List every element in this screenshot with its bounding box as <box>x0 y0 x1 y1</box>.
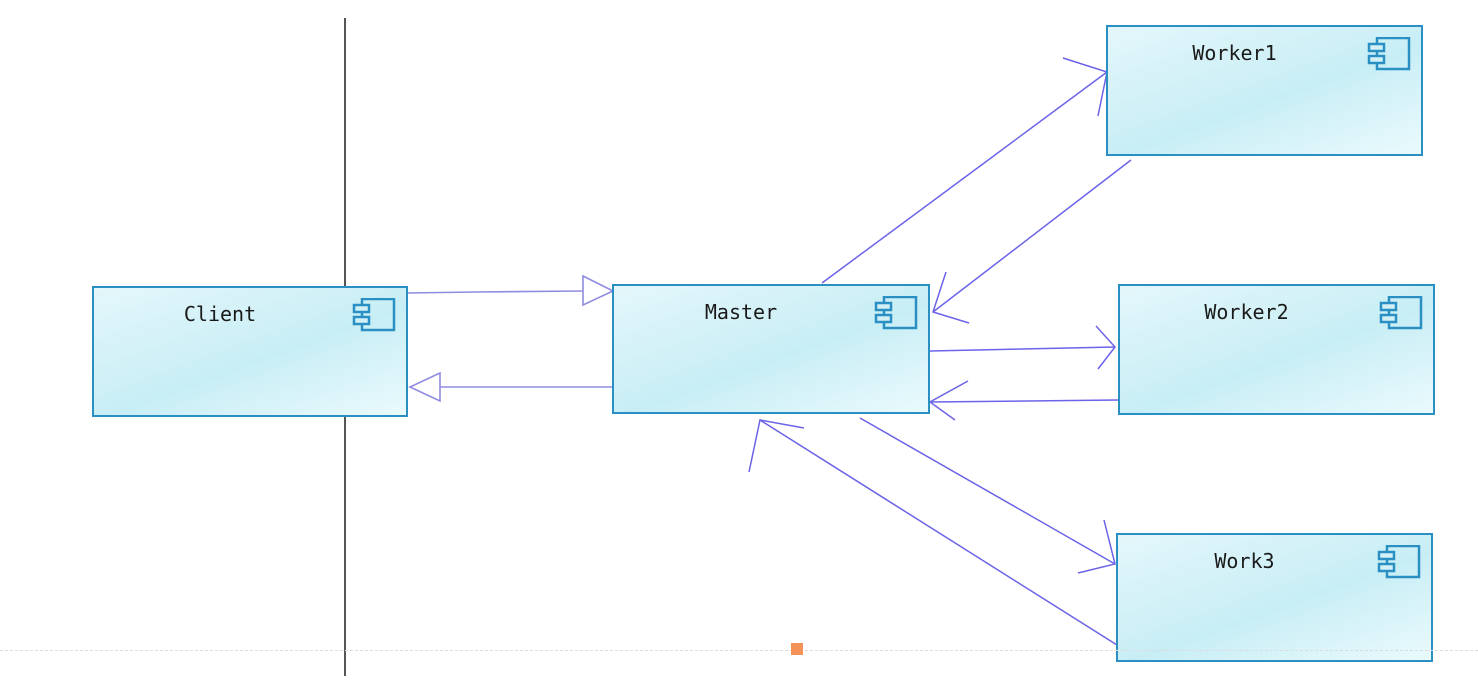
connector-worker2-to-master[interactable] <box>928 380 1119 421</box>
uml-component-icon <box>1367 37 1411 71</box>
uml-component-icon <box>352 298 396 332</box>
component-master[interactable]: Master <box>612 284 930 414</box>
page-break-guide <box>0 650 1478 653</box>
connector-master-to-work3[interactable] <box>859 417 1116 574</box>
connector-master-to-worker1[interactable] <box>821 57 1108 284</box>
connector-master-to-client[interactable] <box>408 371 613 403</box>
component-label-client: Client <box>183 302 257 326</box>
component-worker1[interactable]: Worker1 <box>1106 25 1423 156</box>
connector-worker1-to-master[interactable] <box>932 159 1132 324</box>
component-client[interactable]: Client <box>92 286 408 417</box>
component-label-worker2: Worker2 <box>1204 300 1289 324</box>
uml-component-icon <box>874 296 918 330</box>
selection-handle[interactable] <box>791 643 803 655</box>
component-label-work3: Work3 <box>1214 549 1275 573</box>
connector-client-to-master[interactable] <box>406 274 615 307</box>
component-work3[interactable]: Work3 <box>1116 533 1433 662</box>
connector-master-to-worker2[interactable] <box>929 325 1116 370</box>
uml-component-icon <box>1379 296 1423 330</box>
component-label-master: Master <box>704 300 778 324</box>
uml-component-icon <box>1377 545 1421 579</box>
connector-work3-to-master[interactable] <box>748 419 1118 646</box>
component-label-worker1: Worker1 <box>1192 41 1277 65</box>
component-worker2[interactable]: Worker2 <box>1118 284 1435 415</box>
